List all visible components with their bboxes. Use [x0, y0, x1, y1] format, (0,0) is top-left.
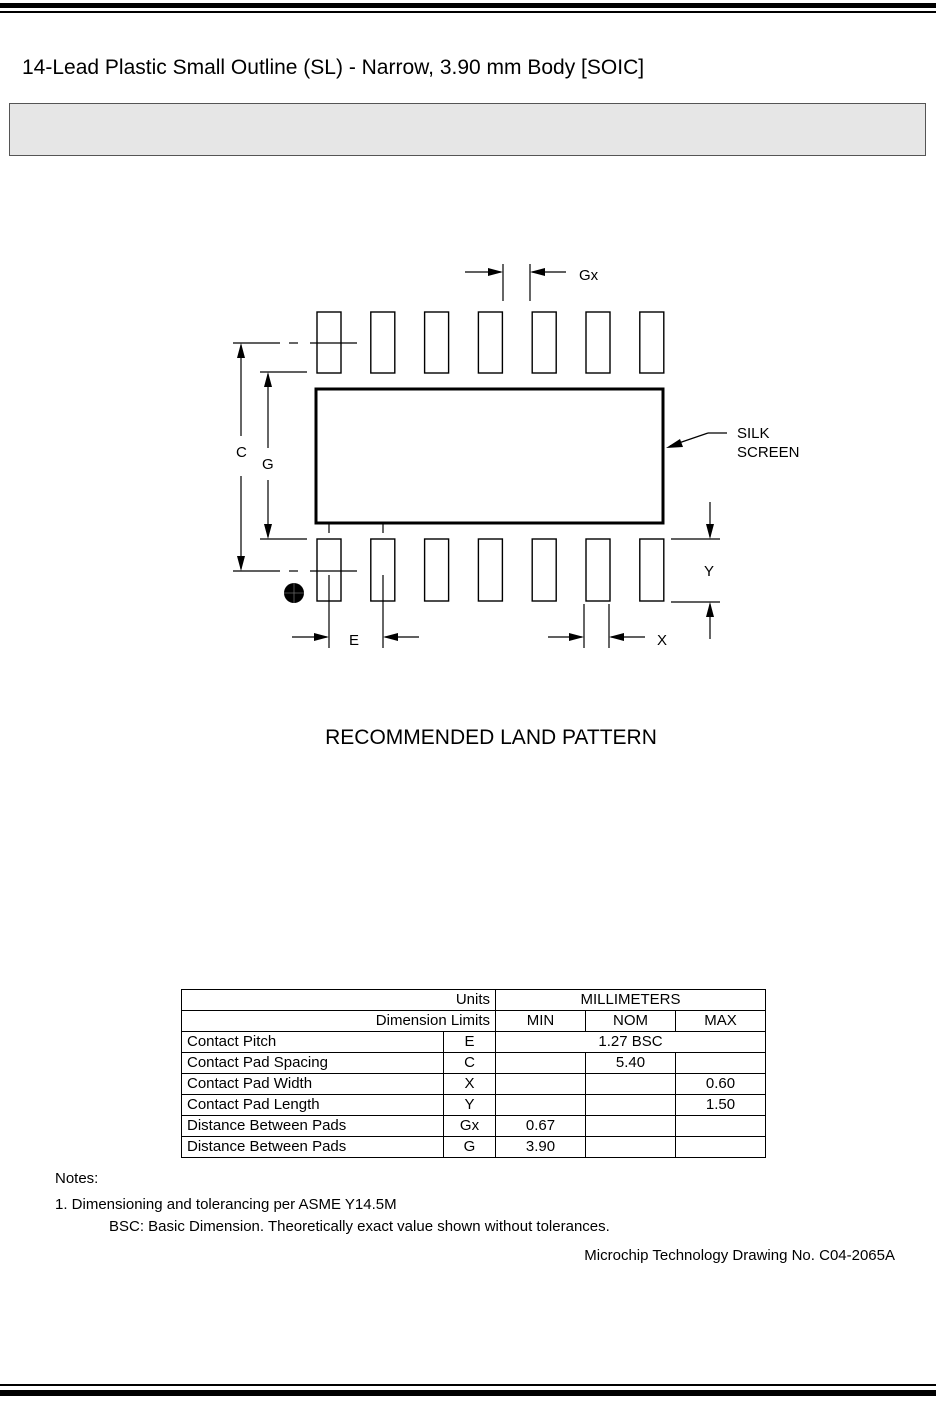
- gx-arrowhead-right: [530, 268, 545, 276]
- land-pattern-drawing: Gx C G SILK SCREEN Y E X: [233, 264, 800, 649]
- table-header-units-row: Units MILLIMETERS: [181, 989, 766, 1011]
- table-row: Contact Pitch E 1.27 BSC: [181, 1031, 766, 1053]
- col-nom-header: NOM: [585, 1010, 676, 1032]
- top-pad-5: [531, 311, 557, 374]
- units-label: Units: [181, 989, 496, 1011]
- bottom-pad-7: [639, 538, 665, 602]
- g-label: G: [262, 456, 274, 473]
- top-pad-4: [477, 311, 504, 374]
- top-pad-2: [370, 311, 396, 374]
- silk-label-line2: SCREEN: [737, 444, 800, 461]
- row-nom: [585, 1094, 676, 1116]
- note-box: [9, 103, 926, 156]
- table-row: Contact Pad Spacing C 5.40: [181, 1052, 766, 1074]
- row-symbol: G: [443, 1136, 496, 1158]
- page-title: 14-Lead Plastic Small Outline (SL) - Nar…: [22, 56, 645, 79]
- row-nom-span: 1.27 BSC: [495, 1031, 766, 1053]
- notes-heading: Notes:: [55, 1170, 99, 1187]
- silk-label-line1: SILK: [737, 425, 770, 442]
- row-symbol: X: [443, 1073, 496, 1095]
- table-row: Contact Pad Length Y 1.50: [181, 1094, 766, 1116]
- gx-label: Gx: [579, 267, 599, 284]
- bottom-rule-thick: [0, 1390, 936, 1396]
- bottom-pad-5: [531, 538, 557, 602]
- g-arrowhead-bottom: [264, 524, 272, 539]
- top-pad-3: [423, 311, 450, 374]
- x-label: X: [657, 632, 667, 649]
- gx-arrowhead-left: [488, 268, 503, 276]
- table-header-limits-row: Dimension Limits MIN NOM MAX: [181, 1010, 766, 1032]
- e-arrowhead-right: [383, 633, 398, 641]
- table-row: Contact Pad Width X 0.60: [181, 1073, 766, 1095]
- units-value: MILLIMETERS: [495, 989, 766, 1011]
- row-nom: [585, 1136, 676, 1158]
- y-label: Y: [704, 563, 714, 580]
- top-pad-7: [639, 311, 665, 374]
- row-max: [675, 1052, 766, 1074]
- row-nom: [585, 1115, 676, 1137]
- row-symbol: Gx: [443, 1115, 496, 1137]
- row-name: Contact Pitch: [181, 1031, 444, 1053]
- y-arrowhead-bottom: [706, 602, 714, 617]
- top-rule-thin: [0, 11, 936, 13]
- row-symbol: E: [443, 1031, 496, 1053]
- row-name: Contact Pad Width: [181, 1073, 444, 1095]
- row-max: [675, 1115, 766, 1137]
- row-min: [495, 1094, 586, 1116]
- top-pad-row: [316, 311, 665, 374]
- bottom-pad-6: [585, 538, 611, 602]
- limits-label: Dimension Limits: [181, 1010, 496, 1032]
- c-label: C: [236, 444, 247, 461]
- top-pad-6: [585, 311, 611, 374]
- silk-leader-arrowhead: [666, 439, 683, 448]
- row-min: 3.90: [495, 1136, 586, 1158]
- bottom-rule-thin: [0, 1384, 936, 1386]
- row-nom: 5.40: [585, 1052, 676, 1074]
- note-1: 1. Dimensioning and tolerancing per ASME…: [55, 1196, 397, 1213]
- bottom-pad-4: [477, 538, 504, 602]
- row-min: [495, 1073, 586, 1095]
- table-row: Distance Between Pads Gx 0.67: [181, 1115, 766, 1137]
- bottom-pad-row: [316, 538, 665, 602]
- g-arrowhead-top: [264, 372, 272, 387]
- e-label: E: [349, 632, 359, 649]
- x-arrowhead-right: [609, 633, 624, 641]
- e-arrowhead-left: [314, 633, 329, 641]
- drawing-caption: RECOMMENDED LAND PATTERN: [325, 726, 657, 749]
- row-min: 0.67: [495, 1115, 586, 1137]
- row-name: Distance Between Pads: [181, 1136, 444, 1158]
- x-arrowhead-left: [569, 633, 584, 641]
- drawing-number: Microchip Technology Drawing No. C04-206…: [584, 1247, 895, 1264]
- col-min-header: MIN: [495, 1010, 586, 1032]
- row-name: Contact Pad Length: [181, 1094, 444, 1116]
- row-symbol: C: [443, 1052, 496, 1074]
- row-nom: [585, 1073, 676, 1095]
- c-arrowhead-top: [237, 343, 245, 358]
- row-max: [675, 1136, 766, 1158]
- row-max: 0.60: [675, 1073, 766, 1095]
- dimensions-table: Units MILLIMETERS Dimension Limits MIN N…: [181, 989, 766, 1158]
- bottom-pad-3: [423, 538, 450, 602]
- row-max: 1.50: [675, 1094, 766, 1116]
- row-name: Distance Between Pads: [181, 1115, 444, 1137]
- silk-screen-outline: [314, 387, 665, 525]
- top-rule-thick: [0, 3, 936, 8]
- note-1-sub: BSC: Basic Dimension. Theoretically exac…: [109, 1218, 610, 1235]
- row-min: [495, 1052, 586, 1074]
- y-arrowhead-top: [706, 524, 714, 539]
- row-name: Contact Pad Spacing: [181, 1052, 444, 1074]
- row-symbol: Y: [443, 1094, 496, 1116]
- table-row: Distance Between Pads G 3.90: [181, 1136, 766, 1158]
- col-max-header: MAX: [675, 1010, 766, 1032]
- c-arrowhead-bottom: [237, 556, 245, 571]
